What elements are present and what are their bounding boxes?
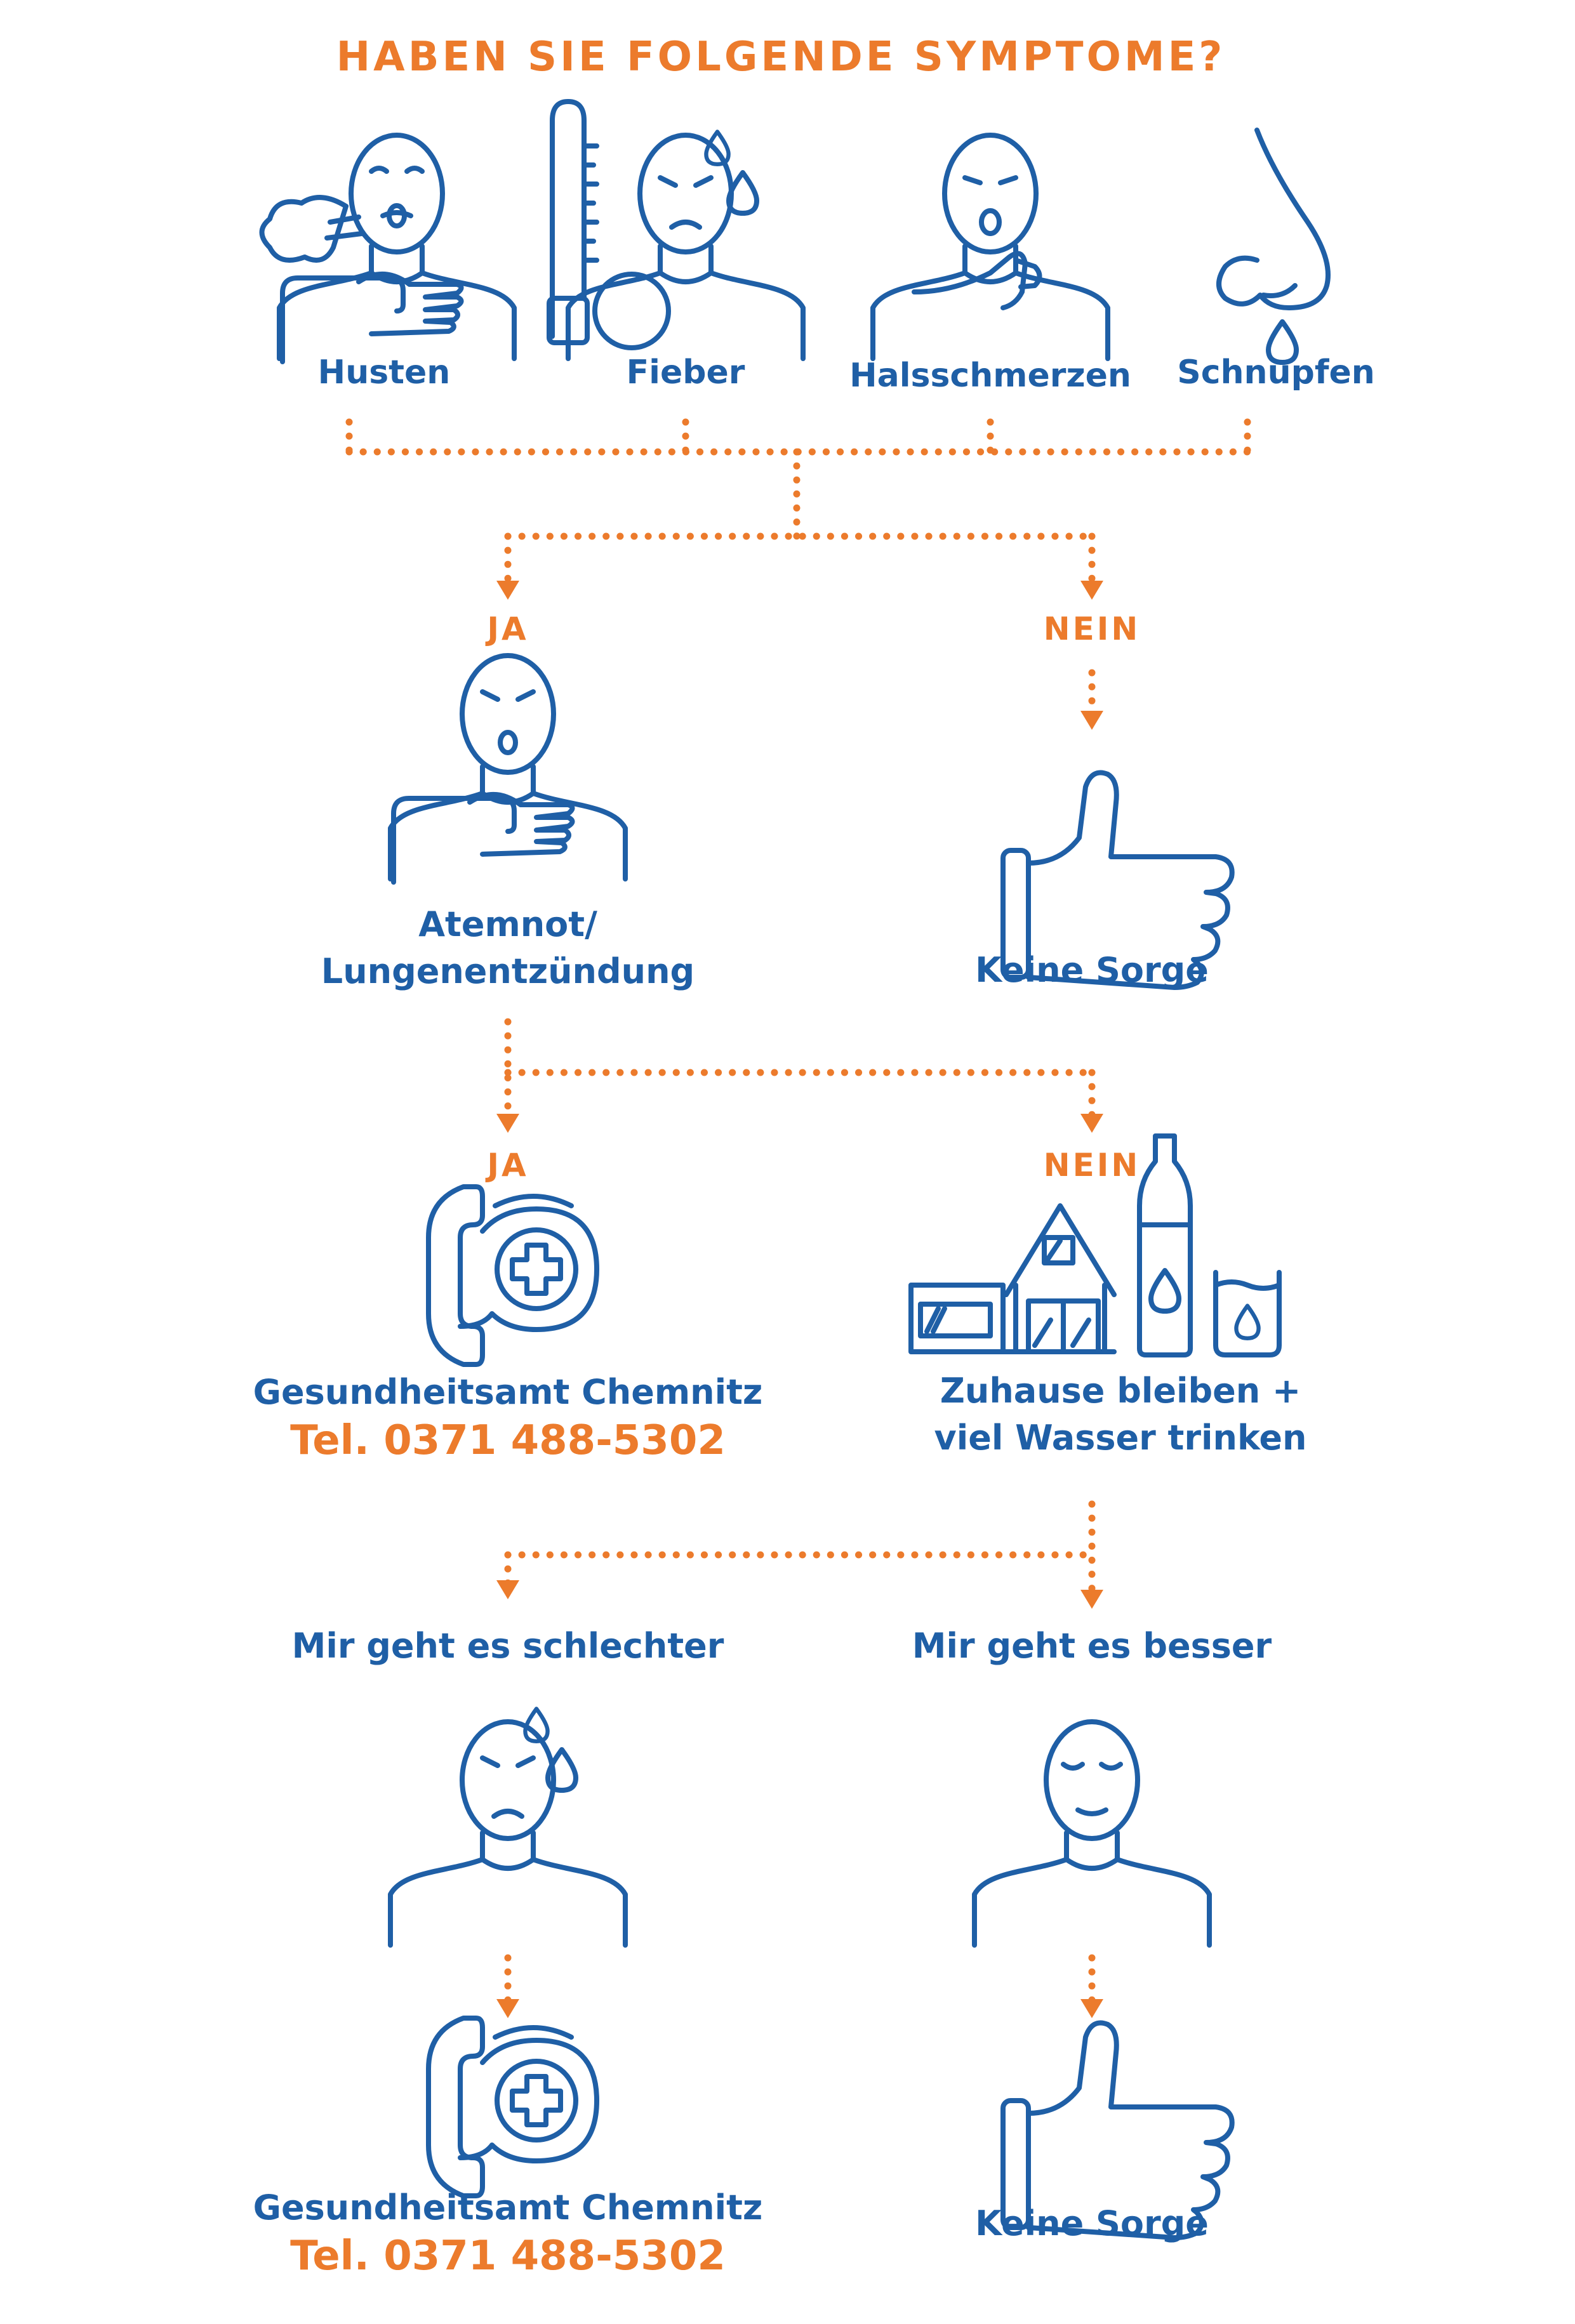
step3-arrows bbox=[496, 1954, 1103, 2018]
step2-no-caption-line1: Zuhause bleiben + bbox=[940, 1371, 1301, 1411]
step3-better-label: Mir geht es besser bbox=[912, 1626, 1272, 1666]
relieved-person-icon bbox=[974, 1722, 1209, 1945]
sore-throat-icon bbox=[873, 135, 1108, 359]
step3-worse-phone: Tel. 0371 488-5302 bbox=[290, 2233, 726, 2280]
step3-connectors bbox=[496, 1500, 1103, 1609]
home-water-icon bbox=[908, 1133, 1282, 1357]
phone-health-office-icon bbox=[429, 1187, 597, 1364]
step2-yes-caption: Gesundheitsamt Chemnitz bbox=[253, 1372, 763, 1412]
step1-yes-label: JA bbox=[487, 611, 529, 647]
step1-yes-caption-line2: Lungenentzündung bbox=[321, 951, 695, 991]
step1-no-connector bbox=[1080, 669, 1103, 730]
step2-yes-phone: Tel. 0371 488-5302 bbox=[290, 1417, 726, 1464]
step3-worse-caption: Gesundheitsamt Chemnitz bbox=[253, 2188, 763, 2228]
phone-health-office-icon-2 bbox=[429, 2018, 597, 2196]
step2-no-caption-line2: viel Wasser trinken bbox=[934, 1418, 1307, 1458]
step2-connectors bbox=[496, 1018, 1103, 1133]
coughing-person-icon bbox=[259, 135, 515, 362]
symptom-label-husten: Husten bbox=[317, 353, 451, 392]
step2-no-label: NEIN bbox=[1043, 1147, 1141, 1184]
step1-yes-caption-line1: Atemnot/ bbox=[418, 904, 597, 944]
symptom-label-fieber: Fieber bbox=[626, 353, 745, 392]
runny-nose-icon bbox=[1216, 128, 1331, 362]
sick-sweating-person-icon bbox=[390, 1709, 625, 1945]
step3-better-caption: Keine Sorge bbox=[975, 2203, 1209, 2243]
step2-no-caption: Zuhause bleiben + viel Wasser trinken bbox=[934, 1368, 1307, 1462]
symptom-label-halsschmerzen: Halsschmerzen bbox=[849, 357, 1131, 395]
step2-yes-label: JA bbox=[487, 1147, 529, 1184]
page-title: HABEN SIE FOLGENDE SYMPTOME? bbox=[336, 34, 1226, 81]
breathless-person-icon bbox=[390, 656, 625, 882]
step3-worse-label: Mir geht es schlechter bbox=[291, 1626, 724, 1666]
step1-no-label: NEIN bbox=[1043, 611, 1141, 647]
fever-thermometer-icon bbox=[547, 99, 803, 359]
step1-no-caption: Keine Sorge bbox=[975, 950, 1209, 990]
symptom-label-schnupfen: Schnupfen bbox=[1177, 353, 1375, 392]
step1-yes-caption: Atemnot/ Lungenentzündung bbox=[321, 901, 694, 995]
symptom-connectors bbox=[345, 418, 1251, 600]
